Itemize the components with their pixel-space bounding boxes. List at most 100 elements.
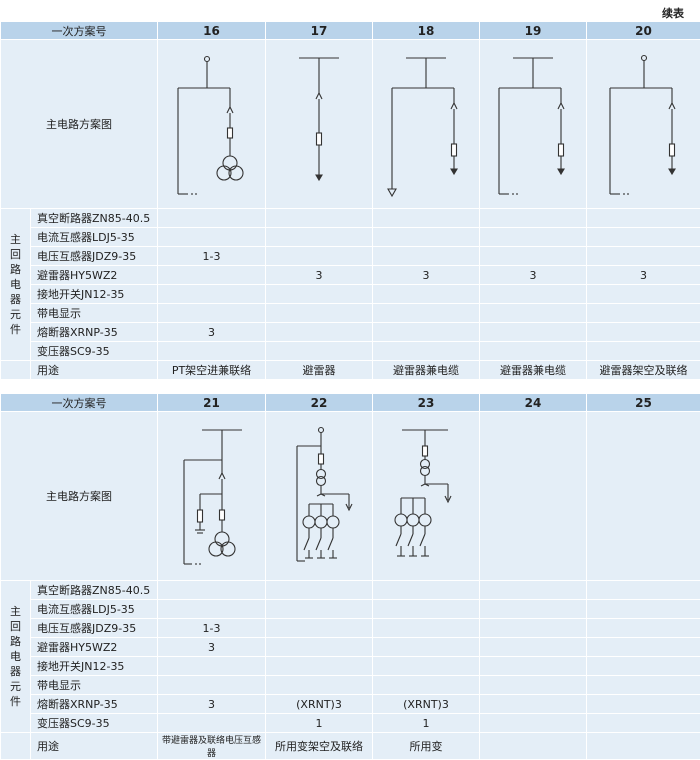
component-row: 熔断器XRNP-35 3 bbox=[1, 323, 700, 342]
component-value bbox=[480, 619, 587, 638]
component-value bbox=[587, 342, 700, 361]
component-group-label: 主回路电器元件 bbox=[1, 209, 31, 361]
component-value: 3 bbox=[158, 695, 266, 714]
component-value bbox=[480, 209, 587, 228]
component-value bbox=[587, 676, 700, 695]
circuit-diagram-label: 主电路方案图 bbox=[1, 412, 158, 581]
scheme-table-1: 一次方案号 16 17 18 19 20 主电路方案图 bbox=[0, 21, 700, 380]
scheme-no-19: 19 bbox=[480, 22, 587, 40]
scheme-no-16: 16 bbox=[158, 22, 266, 40]
circuit-diagram-row: 主电路方案图 bbox=[1, 412, 700, 581]
component-value bbox=[373, 619, 480, 638]
component-value: 3 bbox=[158, 638, 266, 657]
usage-value: 所用变 bbox=[373, 733, 480, 760]
component-row: 电压互感器JDZ9-35 1-3 bbox=[1, 619, 700, 638]
component-value bbox=[158, 600, 266, 619]
component-value bbox=[480, 323, 587, 342]
component-row: 电流互感器LDJ5-35 bbox=[1, 228, 700, 247]
component-name: 真空断路器ZN85-40.5 bbox=[31, 581, 158, 600]
usage-value: 避雷器架空及联络 bbox=[587, 361, 700, 380]
circuit-diagram-24 bbox=[480, 412, 587, 581]
component-value bbox=[373, 676, 480, 695]
component-value bbox=[373, 323, 480, 342]
component-value bbox=[480, 247, 587, 266]
component-row: 带电显示 bbox=[1, 304, 700, 323]
component-row: 带电显示 bbox=[1, 676, 700, 695]
circuit-diagram-18 bbox=[373, 40, 480, 209]
scheme-no-18: 18 bbox=[373, 22, 480, 40]
component-value bbox=[587, 600, 700, 619]
component-value bbox=[266, 228, 373, 247]
component-name: 电压互感器JDZ9-35 bbox=[31, 247, 158, 266]
circuit-diagram-25 bbox=[587, 412, 700, 581]
component-value bbox=[373, 581, 480, 600]
component-group-label: 主回路电器元件 bbox=[1, 581, 31, 733]
component-value bbox=[587, 695, 700, 714]
component-name: 接地开关JN12-35 bbox=[31, 285, 158, 304]
component-value bbox=[158, 285, 266, 304]
usage-value: PT架空进兼联络 bbox=[158, 361, 266, 380]
component-value bbox=[480, 657, 587, 676]
component-name: 熔断器XRNP-35 bbox=[31, 695, 158, 714]
usage-value: 避雷器兼电缆 bbox=[373, 361, 480, 380]
component-value bbox=[480, 581, 587, 600]
component-value: (XRNT)3 bbox=[266, 695, 373, 714]
pt-transformer-icon bbox=[162, 44, 262, 204]
circuit-diagram-23 bbox=[373, 412, 480, 581]
scheme-number-label: 一次方案号 bbox=[1, 394, 158, 412]
usage-label: 用途 bbox=[31, 361, 158, 380]
component-value bbox=[266, 323, 373, 342]
component-name: 变压器SC9-35 bbox=[31, 714, 158, 733]
component-row: 变压器SC9-35 1 1 bbox=[1, 714, 700, 733]
circuit-diagram-row: 主电路方案图 bbox=[1, 40, 700, 209]
usage-value bbox=[587, 733, 700, 760]
component-value: 3 bbox=[480, 266, 587, 285]
component-name: 电流互感器LDJ5-35 bbox=[31, 600, 158, 619]
component-name: 避雷器HY5WZ2 bbox=[31, 638, 158, 657]
component-name: 电流互感器LDJ5-35 bbox=[31, 228, 158, 247]
component-value bbox=[480, 638, 587, 657]
component-value bbox=[158, 228, 266, 247]
component-name: 接地开关JN12-35 bbox=[31, 657, 158, 676]
component-row: 接地开关JN12-35 bbox=[1, 285, 700, 304]
component-row: 电压互感器JDZ9-35 1-3 bbox=[1, 247, 700, 266]
component-value bbox=[587, 638, 700, 657]
component-value bbox=[373, 657, 480, 676]
component-value bbox=[587, 304, 700, 323]
component-value bbox=[266, 638, 373, 657]
usage-row: 用途 PT架空进兼联络 避雷器 避雷器兼电缆 避雷器兼电缆 避雷器架空及联络 bbox=[1, 361, 700, 380]
component-value bbox=[266, 619, 373, 638]
component-value bbox=[480, 304, 587, 323]
arrester-overhead-icon bbox=[594, 44, 694, 204]
arrester-cable-icon-2 bbox=[483, 44, 583, 204]
usage-row: 用途 带避雷器及联络电压互感器 所用变架空及联络 所用变 bbox=[1, 733, 700, 760]
component-row: 主回路电器元件 真空断路器ZN85-40.5 bbox=[1, 581, 700, 600]
component-value bbox=[587, 714, 700, 733]
component-value: 1 bbox=[266, 714, 373, 733]
scheme-table-2: 一次方案号 21 22 23 24 25 主电路方案图 bbox=[0, 393, 700, 760]
scheme-number-row: 一次方案号 21 22 23 24 25 bbox=[1, 394, 700, 412]
circuit-diagram-label: 主电路方案图 bbox=[1, 40, 158, 209]
component-value bbox=[587, 657, 700, 676]
component-row: 避雷器HY5WZ2 3 bbox=[1, 638, 700, 657]
component-value bbox=[480, 695, 587, 714]
component-value bbox=[266, 285, 373, 304]
usage-value: 带避雷器及联络电压互感器 bbox=[158, 733, 266, 760]
component-value bbox=[373, 304, 480, 323]
component-value bbox=[480, 676, 587, 695]
component-value bbox=[373, 247, 480, 266]
component-value bbox=[373, 285, 480, 304]
component-value bbox=[266, 209, 373, 228]
component-value bbox=[373, 600, 480, 619]
component-value bbox=[480, 600, 587, 619]
component-value bbox=[480, 285, 587, 304]
component-value bbox=[587, 581, 700, 600]
scheme-number-label: 一次方案号 bbox=[1, 22, 158, 40]
component-value bbox=[158, 304, 266, 323]
component-value bbox=[266, 600, 373, 619]
component-value: 3 bbox=[266, 266, 373, 285]
scheme-no-25: 25 bbox=[587, 394, 700, 412]
component-row: 电流互感器LDJ5-35 bbox=[1, 600, 700, 619]
component-value: 1-3 bbox=[158, 619, 266, 638]
component-value bbox=[158, 657, 266, 676]
